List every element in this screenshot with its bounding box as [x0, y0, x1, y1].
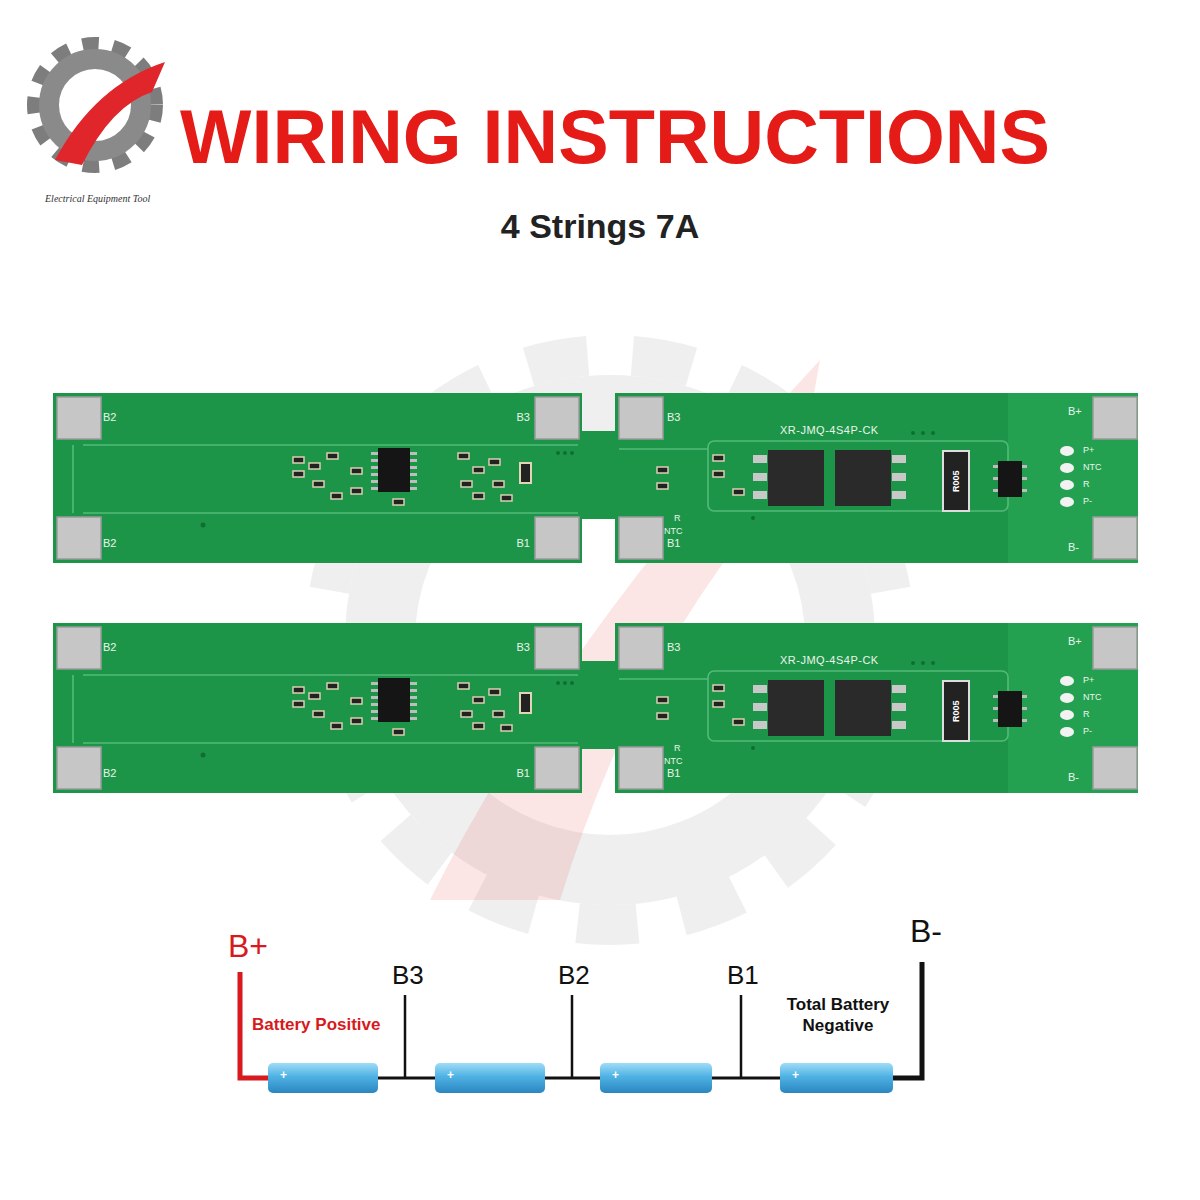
pad-label: B2: [103, 411, 116, 424]
pad-label: B-: [1068, 771, 1079, 784]
pad-label: B1: [517, 537, 530, 550]
battery-cell: [268, 1063, 378, 1093]
pin-label: P+: [1083, 445, 1094, 455]
pad-label: B2: [103, 641, 116, 654]
note: Total Battery Negative: [773, 994, 903, 1037]
terminal-label: B1: [727, 961, 759, 991]
pin-label: R: [674, 513, 681, 523]
pcb-board: [53, 393, 1138, 563]
pad-label: B1: [667, 767, 680, 780]
resistor-marking: R005: [951, 470, 961, 492]
terminal-label: B2: [558, 961, 590, 991]
polarity-mark: +: [280, 1069, 287, 1083]
pcb-board: B2B3B3B+XR-JMQ-4S4P-CKRNTCP+NTCRP-R005B2…: [53, 623, 1138, 793]
pin-label: NTC: [1083, 462, 1102, 472]
pin-label: NTC: [664, 526, 683, 536]
battery-cell: [435, 1063, 545, 1093]
polarity-mark: +: [612, 1069, 619, 1083]
pad-label: B-: [1068, 541, 1079, 554]
pad-label: B1: [667, 537, 680, 550]
pad-label: B2: [103, 537, 116, 550]
pad-label: B3: [667, 641, 680, 654]
board-model: XR-JMQ-4S4P-CK: [780, 424, 879, 437]
terminal-label: B3: [392, 961, 424, 991]
pin-label: NTC: [664, 756, 683, 766]
pcb-board: [53, 623, 1138, 793]
subtitle: 4 Strings 7A: [501, 207, 699, 246]
logo-text: Electrical Equipment Tool: [45, 193, 150, 205]
pad-label: B+: [1068, 635, 1082, 648]
title: WIRING INSTRUCTIONS: [180, 96, 1050, 179]
terminal-label: B-: [910, 913, 942, 950]
pad-label: B3: [667, 411, 680, 424]
pad-label: B2: [103, 767, 116, 780]
terminal-label: B+: [228, 928, 268, 965]
note: Battery Positive: [252, 1015, 381, 1035]
pin-label: R: [674, 743, 681, 753]
pin-label: P-: [1083, 496, 1092, 506]
pad-label: B3: [517, 411, 530, 424]
polarity-mark: +: [792, 1069, 799, 1083]
battery-wiring: [240, 962, 922, 1093]
battery-cell: [780, 1063, 893, 1093]
pad-label: B1: [517, 767, 530, 780]
pcb-board: B2B3B3B+XR-JMQ-4S4P-CKRNTCP+NTCRP-R005B2…: [53, 393, 1138, 563]
pad-label: B3: [517, 641, 530, 654]
battery-cell: [600, 1063, 712, 1093]
pin-label: NTC: [1083, 692, 1102, 702]
pin-label: P+: [1083, 675, 1094, 685]
pin-label: P-: [1083, 726, 1092, 736]
pin-label: R: [1083, 709, 1090, 719]
resistor-marking: R005: [951, 700, 961, 722]
pad-label: B+: [1068, 405, 1082, 418]
polarity-mark: +: [447, 1069, 454, 1083]
logo: [35, 45, 165, 165]
pin-label: R: [1083, 479, 1090, 489]
board-model: XR-JMQ-4S4P-CK: [780, 654, 879, 667]
